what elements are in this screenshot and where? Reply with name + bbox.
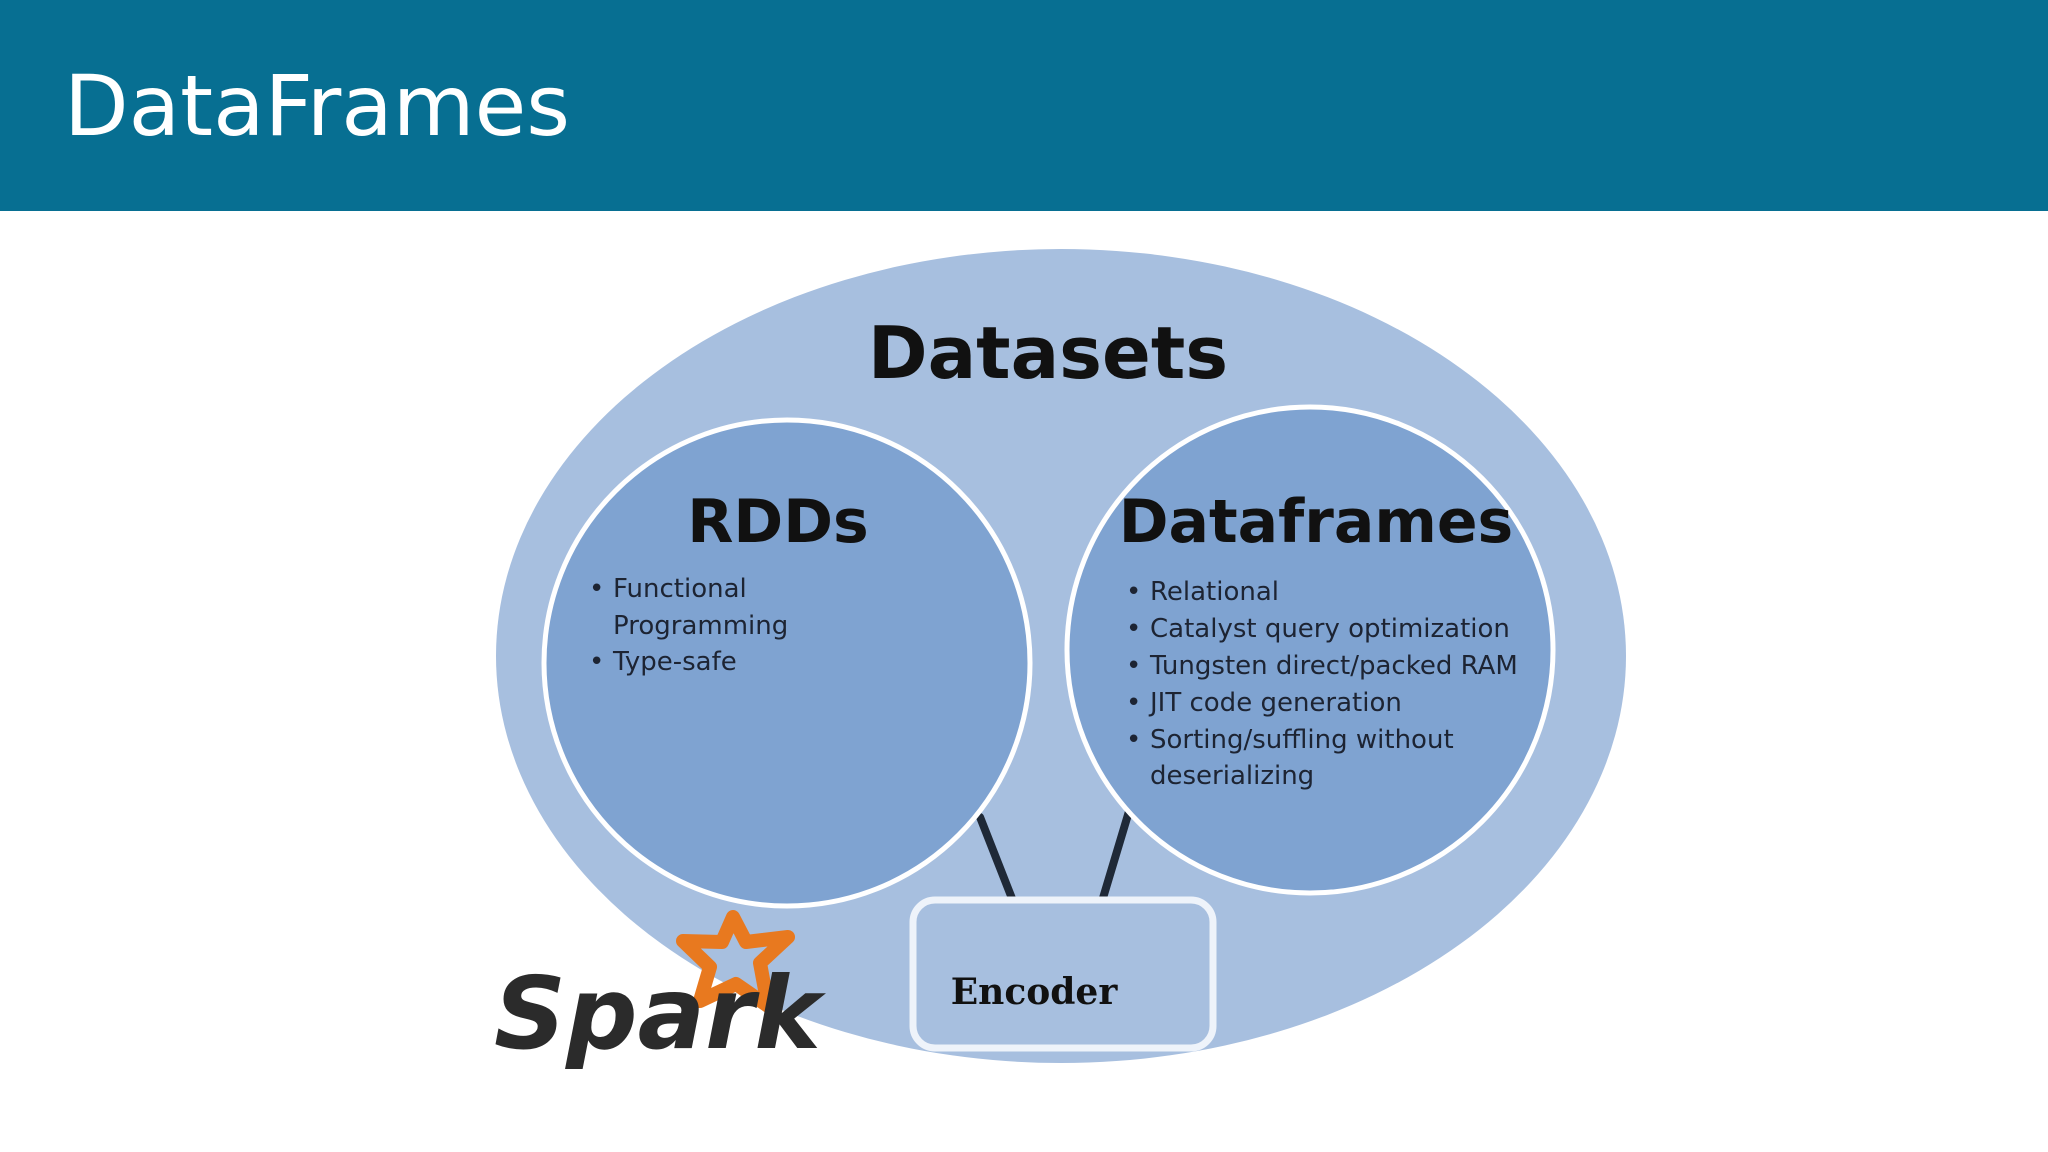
datasets-label: Datasets — [868, 311, 1228, 395]
dataframes-bullet-dot: • — [1126, 688, 1141, 718]
page-title: DataFrames — [64, 57, 571, 155]
dataframes-bullet-text: Sorting/suffling without — [1150, 725, 1454, 755]
encoder-box — [909, 896, 1217, 1052]
rdds-bullet-text: Type-safe — [612, 647, 737, 677]
dataframes-bullet-text: JIT code generation — [1148, 688, 1402, 718]
dataframes-label: Dataframes — [1119, 487, 1514, 557]
spark-star-icon — [676, 910, 795, 1013]
rdds-circle — [541, 417, 1033, 909]
encoder-label: Encoder — [951, 971, 1119, 1013]
rdds-bullet-dot: • — [589, 574, 604, 604]
dataframes-bullet-dot: • — [1126, 577, 1141, 607]
dataframes-bullet-text: Catalyst query optimization — [1150, 614, 1510, 644]
dataframes-bullet-dot: • — [1126, 614, 1141, 644]
title-bar: DataFrames — [0, 0, 2048, 211]
rdds-bullet-text: Programming — [613, 611, 788, 641]
dataframes-bullet-text: Tungsten direct/packed RAM — [1149, 651, 1518, 681]
rdds-bullet-text: Functional — [613, 574, 747, 604]
dataframes-bullet-dot: • — [1126, 651, 1141, 681]
rdds-label: RDDs — [687, 487, 869, 557]
encoder-connector-left — [976, 813, 1017, 905]
dataframes-bullet-dot: • — [1126, 725, 1141, 755]
dataframes-bullet-text: deserializing — [1150, 761, 1314, 791]
rdds-bullet-dot: • — [589, 647, 604, 677]
spark-logo-text: Spark — [494, 955, 826, 1072]
spark-logo: Spark — [494, 910, 826, 1072]
dataframes-bullet-text: Relational — [1150, 577, 1279, 607]
encoder-connector-right — [1099, 804, 1134, 902]
dataframes-circle — [1064, 404, 1556, 896]
